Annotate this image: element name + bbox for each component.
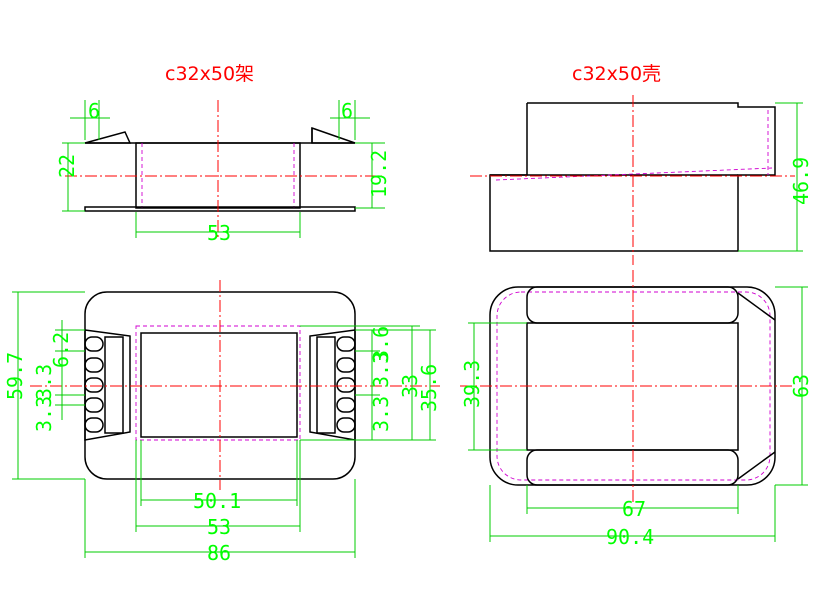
frame-left-hook — [84, 131, 132, 144]
frame-top-dim-slot-a: 6.2 — [49, 332, 73, 368]
frame-top-dim-right-a: 3.6 — [369, 326, 393, 362]
shell-title: c32x50壳 — [572, 63, 661, 85]
frame-side-dim-right: 6 — [341, 99, 353, 123]
frame-top-dim-inner: 33 — [398, 374, 422, 398]
shell-top-view: 39.3 63 67 90.4 — [460, 270, 813, 549]
frame-side-dim-left: 6 — [88, 99, 100, 123]
frame-top-dim-slot-b: 3.3 — [32, 364, 56, 400]
frame-top-dim-slot-c: 3.3 — [32, 396, 56, 432]
shell-side-dim-height: 46.9 — [789, 157, 813, 205]
frame-top-dim-right-c: 3.3 — [369, 396, 393, 432]
shell-top-dim-w1: 67 — [622, 497, 646, 521]
frame-side-dim-width: 53 — [207, 221, 231, 245]
frame-top-dim-height: 59.7 — [3, 352, 27, 400]
frame-side-view: 6 6 22 19.2 53 — [55, 99, 391, 245]
shell-top-dim-w2: 90.4 — [606, 525, 654, 549]
shell-top-dim-inner-h: 39.3 — [460, 360, 484, 408]
frame-bottom-flange — [84, 206, 356, 212]
frame-top-view: 59.7 6.2 3.3 3.3 3.6 3.3 3.3 33 35.6 50.… — [3, 280, 441, 565]
frame-top-dim-right-b: 3.3 — [369, 352, 393, 388]
frame-top-dim-inner-b: 35.6 — [417, 364, 441, 412]
frame-side-dim-height: 22 — [55, 154, 79, 178]
frame-top-dim-w3: 86 — [207, 541, 231, 565]
shell-top-dim-height: 63 — [789, 374, 813, 398]
frame-side-dim-inner-height: 19.2 — [367, 150, 391, 198]
frame-top-dim-w1: 50.1 — [193, 489, 241, 513]
frame-title: c32x50架 — [165, 63, 254, 85]
frame-right-hook — [311, 126, 356, 144]
frame-top-window — [140, 332, 298, 438]
shell-side-view: 46.9 — [470, 95, 813, 265]
frame-top-dim-w2: 53 — [207, 515, 231, 539]
